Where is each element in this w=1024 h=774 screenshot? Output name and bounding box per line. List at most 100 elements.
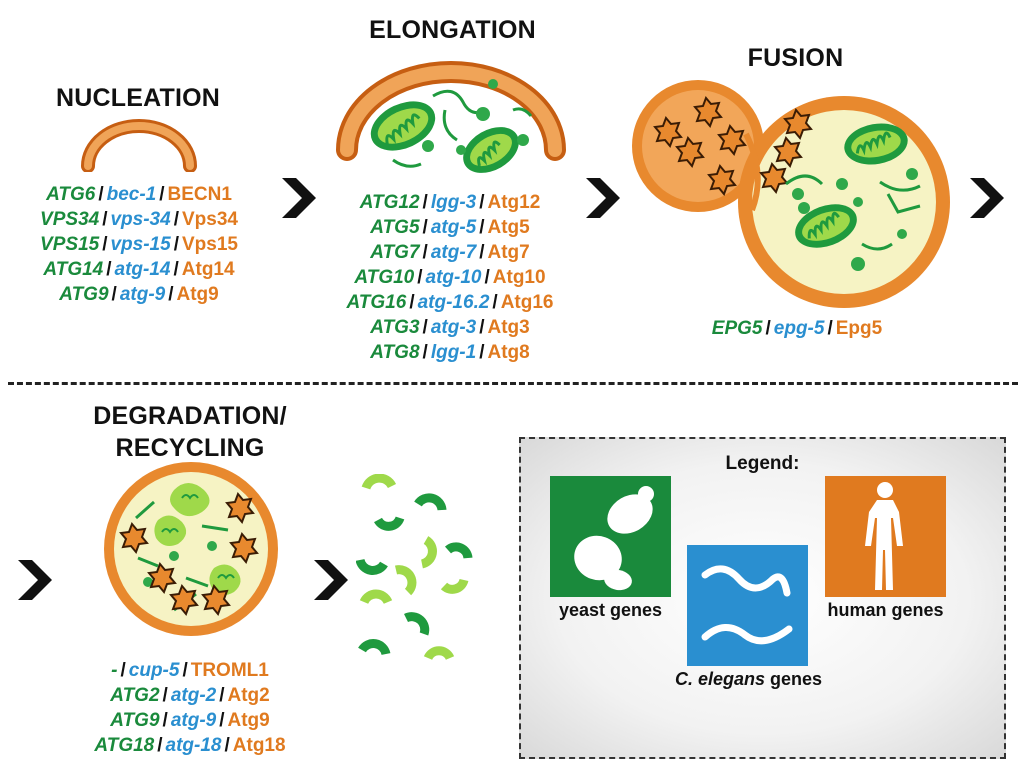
human-gene: Epg5 — [835, 318, 883, 339]
worm-legend-suffix: genes — [765, 669, 823, 689]
fragment-icon — [374, 516, 405, 531]
separator: / — [827, 318, 833, 339]
degradation-heading: DEGRADATION/ RECYCLING — [70, 400, 310, 464]
separator: / — [422, 217, 428, 238]
worm-gene: atg-18 — [165, 735, 222, 756]
hydrolase-star-icon — [169, 584, 199, 616]
human-legend-tile — [825, 476, 946, 597]
yeast-gene: ATG12 — [359, 192, 420, 213]
worm-gene: atg-9 — [119, 284, 166, 305]
hydrolase-star-icon — [773, 136, 803, 168]
yeast-gene: ATG6 — [46, 184, 96, 205]
fusion-illustration — [632, 80, 950, 308]
separator: / — [157, 735, 163, 756]
separator: / — [102, 234, 108, 255]
separator: / — [224, 735, 230, 756]
yeast-gene: ATG16 — [346, 292, 407, 313]
gene-row: ATG3/atg-3/Atg3 — [305, 315, 595, 340]
yeast-gene: ATG9 — [110, 710, 160, 731]
fragment-icon — [358, 639, 391, 656]
separator: / — [120, 660, 126, 681]
fragment-icon — [423, 646, 455, 661]
gene-row: ATG12/lgg-3/Atg12 — [305, 190, 595, 215]
hydrolase-star-icon — [707, 164, 737, 196]
elongation-heading: ELONGATION — [369, 16, 536, 44]
gene-row: ATG2/atg-2/Atg2 — [50, 683, 330, 708]
yeast-gene: ATG3 — [370, 317, 420, 338]
worm-gene: atg-14 — [114, 259, 171, 280]
separator: / — [479, 192, 485, 213]
yeast-gene: ATG2 — [110, 685, 160, 706]
fragment-icon — [444, 542, 473, 559]
yeast-gene: ATG10 — [354, 267, 415, 288]
yeast-gene: ATG14 — [43, 259, 104, 280]
separator: / — [409, 292, 415, 313]
gene-row: ATG8/lgg-1/Atg8 — [305, 340, 595, 365]
separator: / — [173, 259, 179, 280]
fusion-heading: FUSION — [747, 44, 844, 72]
gene-row: -/cup-5/TROML1 — [50, 658, 330, 683]
hydrolase-star-icon — [653, 116, 683, 148]
separator: / — [484, 267, 490, 288]
human-figure-icon — [865, 482, 903, 590]
gene-row: VPS34/vps-34/Vps34 — [4, 207, 274, 232]
recycled-fragments-illustration — [356, 474, 473, 661]
worm-gene: bec-1 — [106, 184, 157, 205]
fragment-icon — [361, 474, 397, 490]
hydrolase-star-icon — [201, 584, 231, 616]
worm-gene: atg-16.2 — [417, 292, 490, 313]
gene-row: ATG7/atg-7/Atg7 — [305, 240, 595, 265]
hydrolase-star-icon — [717, 124, 747, 156]
gene-row: EPG5/epg-5/Epg5 — [652, 316, 942, 341]
human-gene: Atg5 — [487, 217, 530, 238]
yeast-gene: VPS15 — [40, 234, 100, 255]
fusion-gene-list: EPG5/epg-5/Epg5 — [652, 316, 942, 341]
gene-row: ATG10/atg-10/Atg10 — [305, 265, 595, 290]
separator: / — [173, 209, 179, 230]
human-gene: Vps34 — [181, 209, 238, 230]
nucleation-heading: NUCLEATION — [55, 84, 221, 112]
worm-gene: lgg-3 — [430, 192, 477, 213]
yeast-gene: ATG18 — [94, 735, 155, 756]
separator: / — [492, 292, 498, 313]
separator: / — [162, 685, 168, 706]
yeast-gene: - — [111, 660, 118, 681]
fragment-icon — [394, 565, 417, 596]
section-divider — [8, 382, 1018, 385]
legend-title: Legend: — [725, 453, 800, 474]
separator: / — [422, 342, 428, 363]
chevron-right-icon — [970, 178, 1004, 218]
chevron-right-icon — [314, 560, 348, 600]
separator: / — [219, 710, 225, 731]
separator: / — [173, 234, 179, 255]
worm-gene: atg-3 — [430, 317, 477, 338]
human-gene: Atg7 — [487, 242, 530, 263]
yeast-gene: VPS34 — [40, 209, 100, 230]
mitochondrion-icon — [370, 101, 436, 151]
human-gene: Atg12 — [487, 192, 541, 213]
separator: / — [168, 284, 174, 305]
yeast-cells-icon — [574, 486, 654, 591]
separator: / — [182, 660, 188, 681]
separator: / — [98, 184, 104, 205]
human-gene: Atg2 — [227, 685, 270, 706]
hydrolase-star-icon — [229, 532, 259, 564]
yeast-gene: ATG8 — [370, 342, 420, 363]
human-gene: Atg9 — [176, 284, 219, 305]
gene-row: VPS15/vps-15/Vps15 — [4, 232, 274, 257]
hydrolase-star-icon — [783, 108, 813, 140]
separator: / — [106, 259, 112, 280]
yeast-gene: ATG5 — [370, 217, 420, 238]
separator: / — [102, 209, 108, 230]
human-gene: Atg8 — [487, 342, 530, 363]
worm-gene: atg-5 — [430, 217, 477, 238]
chevron-right-icon — [586, 178, 620, 218]
worm-legend-species: C. elegans — [674, 669, 765, 689]
separator: / — [422, 317, 428, 338]
fragment-icon — [356, 558, 388, 575]
separator: / — [479, 242, 485, 263]
worm-gene: epg-5 — [773, 318, 825, 339]
human-gene: Atg16 — [500, 292, 554, 313]
